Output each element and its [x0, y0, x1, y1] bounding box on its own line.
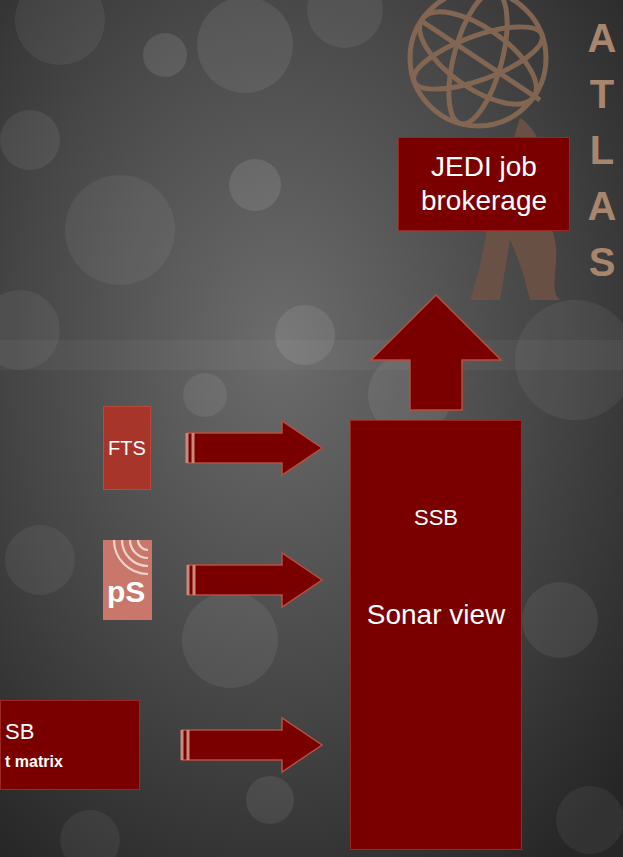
box-title: pS	[107, 574, 145, 610]
block-arrow-group	[371, 295, 501, 410]
block-arrow	[187, 421, 322, 475]
arrow-tail-bar	[193, 565, 196, 595]
arrow-tail-bar	[186, 433, 189, 463]
signal-arc	[122, 540, 148, 566]
block-arrow	[188, 553, 322, 607]
process-box: FTS	[103, 406, 151, 490]
block-arrow	[182, 718, 322, 772]
arrow-tail-bar	[181, 730, 184, 760]
signal-arc	[138, 540, 148, 550]
logo-lettering: ATLAS	[582, 10, 622, 290]
signal-arc	[130, 540, 148, 558]
process-box: SB t matrix	[0, 700, 140, 790]
arrow-tail-bar	[192, 433, 195, 463]
signal-arc	[114, 540, 148, 574]
process-box: JEDI job brokerage	[398, 137, 570, 231]
box-subtitle: t matrix	[5, 752, 63, 771]
box-title: JEDI job brokerage	[409, 150, 559, 217]
box-title: SB	[5, 719, 34, 745]
block-arrow-group	[188, 553, 322, 607]
box-title: FTS	[108, 436, 146, 460]
block-arrow	[371, 295, 501, 410]
atlas-globe	[405, 0, 551, 130]
light-band	[0, 340, 623, 370]
arrow-tail-bar	[187, 730, 190, 760]
arrow-tail-bar	[187, 565, 190, 595]
logo-box: pS	[103, 540, 152, 620]
block-arrow-group	[182, 718, 322, 772]
process-box: SSB Sonar view	[350, 420, 522, 850]
box-subtitle: Sonar view	[367, 593, 506, 638]
block-arrow-group	[187, 421, 322, 475]
box-title: SSB	[414, 505, 458, 531]
